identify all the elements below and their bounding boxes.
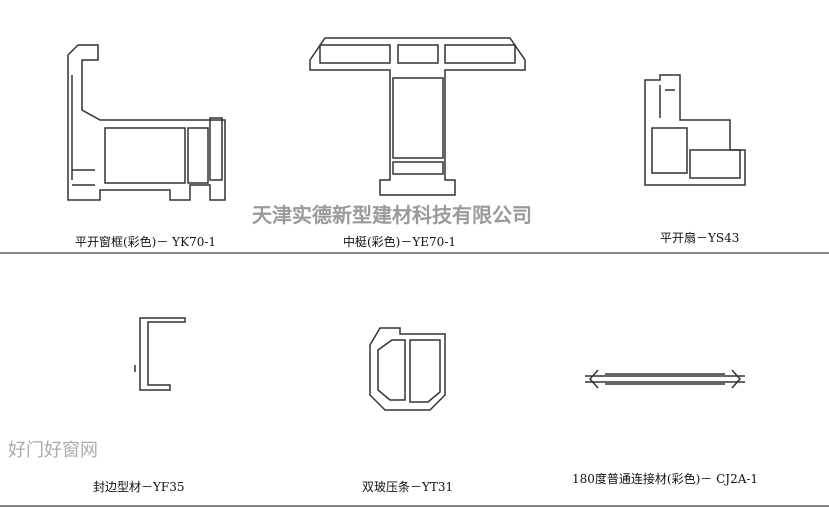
- profile-ye70-drawing: [309, 37, 526, 196]
- profile-yk70-drawing: [67, 44, 226, 201]
- bottom-divider: [0, 505, 829, 507]
- profile-ys43-drawing: [644, 74, 746, 186]
- profile-label-yt31: 双玻压条－YT31: [362, 480, 454, 494]
- profile-label-yf35: 封边型材－YF35: [93, 480, 185, 494]
- row-divider: [0, 252, 829, 254]
- site-watermark: 好门好窗网: [8, 440, 98, 461]
- profile-yt31-drawing: [369, 327, 446, 411]
- profile-cj2a-drawing: [585, 369, 745, 389]
- profile-yf35-drawing: [134, 317, 186, 391]
- company-watermark: 天津实德新型建材科技有限公司: [252, 203, 532, 227]
- profile-label-ye70: 中梃(彩色)－YE70-1: [343, 235, 457, 249]
- profile-label-cj2a: 180度普通连接材(彩色)－ CJ2A-1: [572, 472, 759, 486]
- profile-label-yk70: 平开窗框(彩色)－ YK70-1: [75, 235, 217, 249]
- profile-label-ys43: 平开扇－YS43: [660, 231, 740, 245]
